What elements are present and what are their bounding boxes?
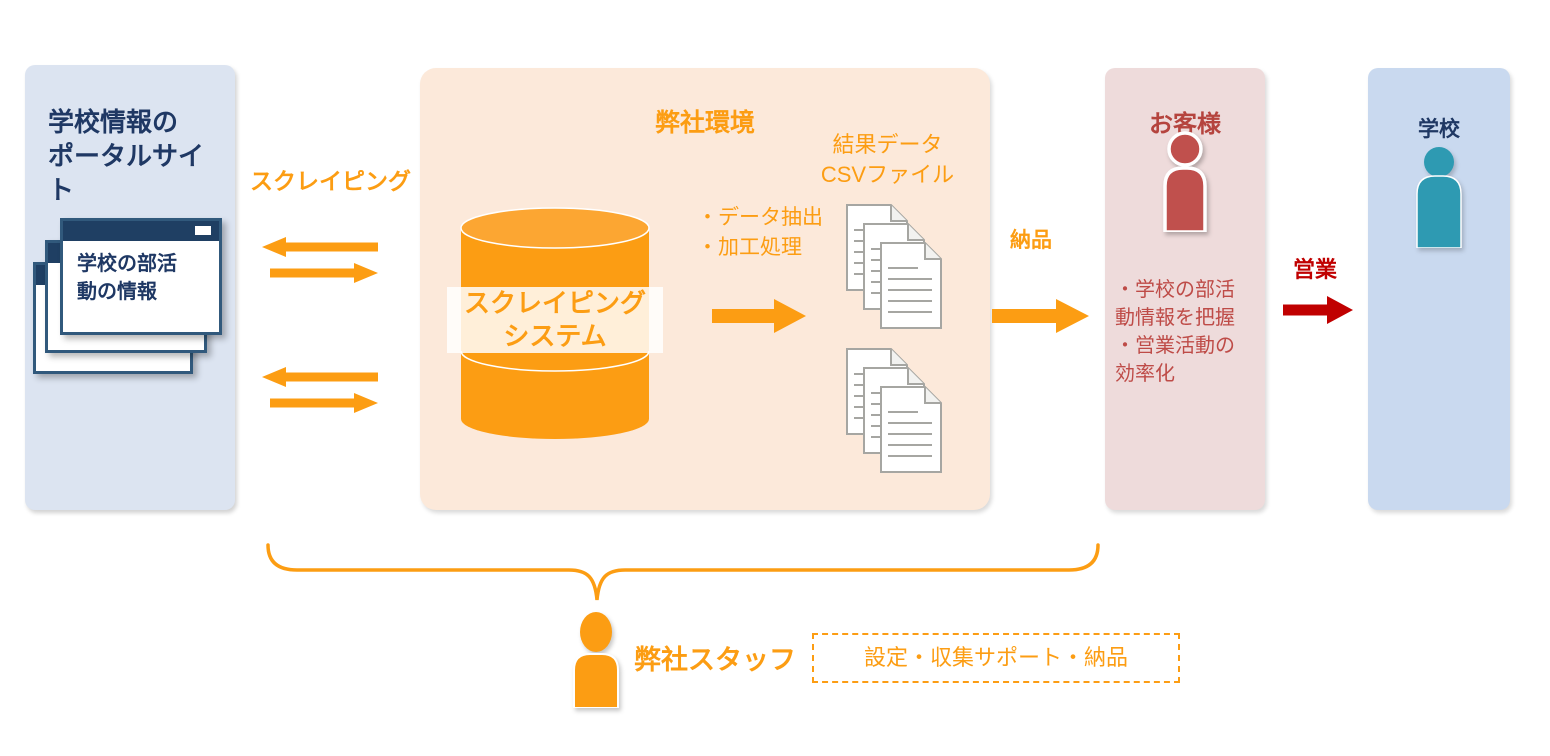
csv-output-label: 結果データ CSVファイル — [820, 132, 955, 187]
sales-arrow-icon — [1283, 296, 1353, 324]
school-box: 学校 — [1368, 68, 1510, 510]
portal-window-label: 学校の部活 動の情報 — [77, 253, 177, 303]
right-arrow-icon — [712, 299, 806, 333]
company-environment-title: 弊社環境 — [654, 108, 755, 137]
portal-site-box: 学校情報の ポータルサイ ト 学校の部活 動の情報 — [25, 65, 235, 510]
right-arrow-icon — [992, 299, 1089, 333]
customer-person-icon — [1163, 131, 1207, 232]
bidirectional-arrow-icon — [262, 367, 378, 413]
portal-site-title: 学校情報の ポータルサイ ト — [48, 106, 205, 205]
window-button-icon — [195, 226, 211, 235]
window-titlebar — [63, 221, 219, 241]
school-title: 学校 — [1418, 118, 1460, 142]
process-steps: ・データ抽出 ・加工処理 — [697, 203, 823, 263]
bidirectional-arrow-icon — [262, 237, 378, 283]
staff-tasks-box: 設定・収集サポート・納品 — [812, 633, 1180, 683]
process-step: ・加工処理 — [697, 236, 802, 259]
staff-label: 弊社スタッフ — [634, 645, 796, 675]
staff-person-icon — [573, 612, 619, 708]
customer-benefit: ・営業活動の 効率化 — [1115, 335, 1235, 385]
customer-benefits: ・学校の部活 動情報を把握 ・営業活動の 効率化 — [1115, 276, 1261, 388]
customer-box: お客様 ・学校の部活 動情報を把握 ・営業活動の 効率化 — [1105, 68, 1265, 510]
customer-benefit: ・学校の部活 動情報を把握 — [1115, 279, 1235, 329]
school-person-icon — [1416, 147, 1462, 248]
browser-window-front: 学校の部活 動の情報 — [60, 218, 222, 335]
document-stack-icon — [846, 348, 942, 473]
document-stack-icon — [846, 204, 942, 329]
scraping-system-label: スクレイピング システム — [447, 287, 663, 353]
sales-label: 営業 — [1293, 257, 1338, 282]
curly-brace — [266, 543, 1100, 601]
browser-windows-icon: 学校の部活 動の情報 — [33, 218, 233, 383]
process-step: ・データ抽出 — [697, 206, 823, 229]
delivery-label: 納品 — [1010, 229, 1052, 252]
scraping-label: スクレイピング — [250, 168, 411, 194]
